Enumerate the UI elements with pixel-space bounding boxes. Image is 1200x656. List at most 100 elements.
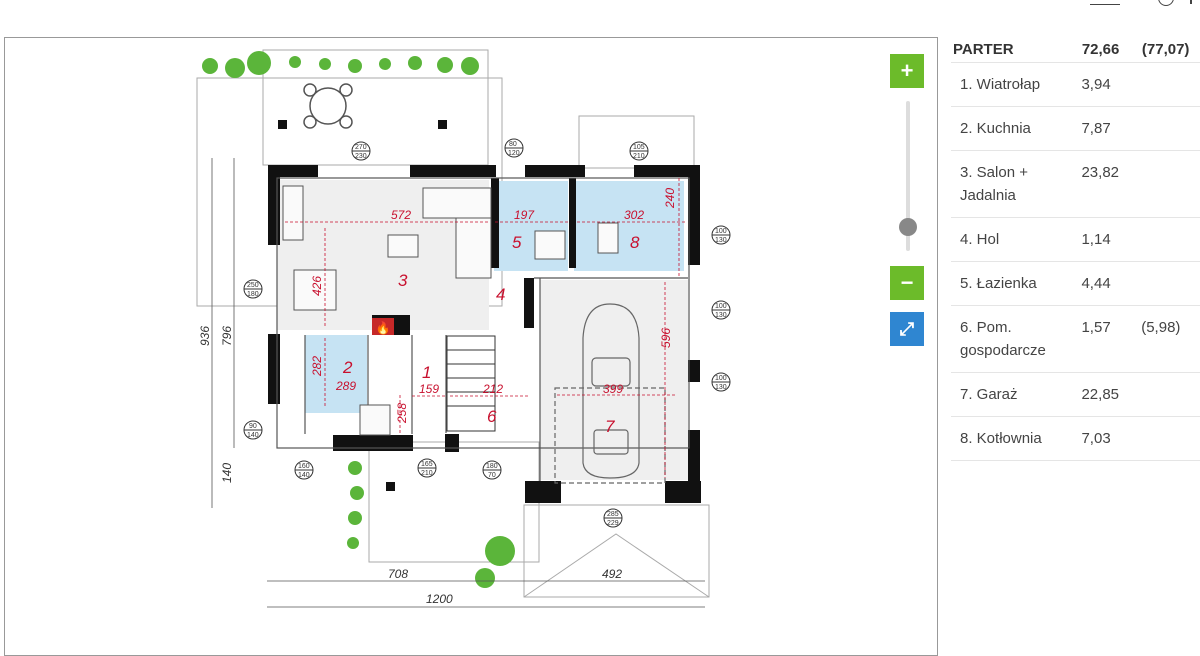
table-row: 5. Łazienka 4,44 <box>951 262 1200 306</box>
walls <box>268 165 701 503</box>
car <box>554 303 666 484</box>
svg-text:🔥: 🔥 <box>376 321 391 335</box>
svg-text:130: 130 <box>715 384 727 391</box>
room-area-extra <box>1141 117 1200 140</box>
svg-text:120: 120 <box>508 150 520 157</box>
room-number-8: 8 <box>630 233 640 252</box>
inner-wall-lines <box>276 177 690 481</box>
svg-text:100: 100 <box>715 375 727 382</box>
table-row: 4. Hol 1,14 <box>951 218 1200 262</box>
svg-text:140: 140 <box>298 472 310 479</box>
svg-text:130: 130 <box>715 312 727 319</box>
table-row: 8. Kotłownia 7,03 <box>951 417 1200 461</box>
room-area: 7,87 <box>1081 120 1111 137</box>
plan-labels: 1 2 3 4 5 6 7 8 572 197 302 240 426 282 … <box>198 138 731 606</box>
circle-icon[interactable] <box>1158 0 1174 6</box>
dim-197: 197 <box>514 208 535 222</box>
floor-area: 72,66 <box>1081 40 1120 58</box>
underline-icon[interactable] <box>1090 0 1120 5</box>
zoom-out-button[interactable]: − <box>890 266 924 300</box>
room-name: 2. Kuchnia <box>960 120 1031 137</box>
room-area: 23,82 <box>1081 164 1120 181</box>
svg-text:80: 80 <box>509 141 517 148</box>
svg-text:230: 230 <box>355 153 367 160</box>
room-area: 3,94 <box>1081 76 1111 93</box>
room-area: 7,03 <box>1081 430 1111 447</box>
dim-258: 258 <box>395 403 409 424</box>
zoom-in-button[interactable]: + <box>890 54 924 88</box>
ext-dim-lines <box>211 158 705 608</box>
dim-399: 399 <box>603 382 623 396</box>
floor-plan-drawing: 🔥 <box>196 49 710 608</box>
room-name: 4. Hol <box>960 231 1000 248</box>
dim-159: 159 <box>419 382 439 396</box>
svg-text:140: 140 <box>247 432 259 439</box>
zoom-slider-handle[interactable] <box>899 218 917 236</box>
dim-140: 140 <box>220 463 234 483</box>
svg-text:285: 285 <box>607 511 619 518</box>
room-area-extra <box>1141 73 1200 96</box>
floor-area-total: (77,07) <box>1141 40 1190 58</box>
room-name: 5. Łazienka <box>960 275 1037 292</box>
room-number-3: 3 <box>398 271 408 290</box>
svg-text:100: 100 <box>715 303 727 310</box>
room-number-5: 5 <box>512 233 522 252</box>
dim-492: 492 <box>602 567 622 581</box>
svg-text:210: 210 <box>633 153 645 160</box>
table-row: 7. Garaż 22,85 <box>951 373 1200 417</box>
room-number-4: 4 <box>496 285 505 304</box>
room-area-extra <box>1141 427 1200 450</box>
room-area-extra: (5,98) <box>1141 319 1181 336</box>
dimension-labels: 572 197 302 240 426 282 289 159 212 258 … <box>310 188 677 424</box>
room-area-extra <box>1141 228 1200 251</box>
svg-text:70: 70 <box>488 472 496 479</box>
ext-dimension-labels: 936 796 140 708 492 1200 <box>198 326 622 606</box>
svg-text:180: 180 <box>486 463 498 470</box>
floor-header: PARTER 72,66 (77,07) <box>951 36 1200 63</box>
room-numbers: 1 2 3 4 5 6 7 8 <box>342 233 640 436</box>
room-name: 1. Wiatrołap <box>960 76 1041 93</box>
floor-plan-viewer[interactable]: 🔥 1 2 3 4 5 6 <box>4 37 938 656</box>
dim-1200: 1200 <box>426 592 453 606</box>
fullscreen-icon[interactable]: ⤢ <box>890 312 924 346</box>
table-row: 1. Wiatrołap 3,94 <box>951 63 1200 107</box>
svg-text:250: 250 <box>247 282 259 289</box>
svg-text:229: 229 <box>607 520 619 527</box>
dim-426: 426 <box>310 276 324 296</box>
dim-596: 596 <box>659 328 673 348</box>
room-area: 22,85 <box>1081 386 1120 403</box>
dim-240: 240 <box>663 188 677 209</box>
svg-text:90: 90 <box>249 423 257 430</box>
room-number-6: 6 <box>487 407 497 426</box>
table-row: 6. Pom. gospodarcze 1,57 (5,98) <box>951 306 1200 373</box>
top-bar <box>0 0 1200 36</box>
dim-212: 212 <box>482 382 503 396</box>
dim-572: 572 <box>391 208 411 222</box>
svg-text:160: 160 <box>298 463 310 470</box>
dim-796: 796 <box>220 326 234 346</box>
furniture <box>282 185 619 436</box>
svg-text:270: 270 <box>355 144 367 151</box>
zoom-slider-track[interactable] <box>906 101 910 251</box>
room-number-7: 7 <box>605 417 615 436</box>
dim-lines <box>285 178 685 478</box>
table-row: 2. Kuchnia 7,87 <box>951 107 1200 151</box>
bar-icon[interactable] <box>1190 0 1192 4</box>
floor-name: PARTER <box>953 40 1014 58</box>
room-area-extra <box>1141 383 1200 406</box>
table-row: 3. Salon + Jadalnia 23,82 <box>951 151 1200 218</box>
stairs <box>446 335 496 432</box>
svg-text:130: 130 <box>715 237 727 244</box>
dim-289: 289 <box>335 379 356 393</box>
svg-text:210: 210 <box>421 470 433 477</box>
room-name: 6. Pom. gospodarcze <box>960 319 1046 359</box>
